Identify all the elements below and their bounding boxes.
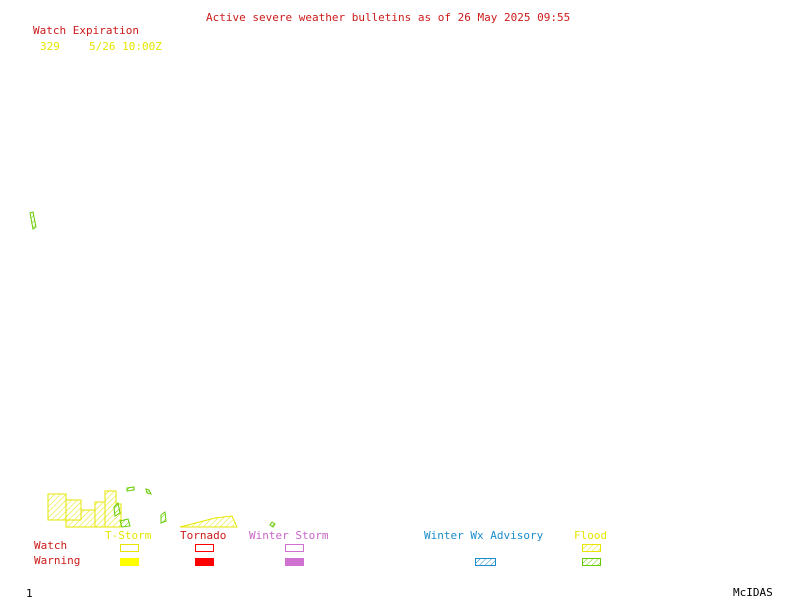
watch-expiration-time: 5/26 10:00Z xyxy=(89,40,162,53)
legend-watch-row-label: Watch xyxy=(34,539,68,552)
flood-warning-area-6 xyxy=(145,488,152,495)
legend-winter-wx-advisory-label: Winter Wx Advisory xyxy=(424,529,544,542)
tornado-watch-swatch xyxy=(195,544,214,552)
flood-warning-swatch xyxy=(582,558,601,566)
flood-warning-area xyxy=(29,211,37,230)
tstorm-watch-area-2 xyxy=(179,515,238,528)
mcidas-brand: McIDAS xyxy=(733,586,773,599)
legend-tstorm-label: T-Storm xyxy=(105,529,152,542)
tstorm-watch-grid xyxy=(65,494,96,527)
page-number: 1 xyxy=(26,587,33,600)
tstorm-watch-swatch xyxy=(120,544,139,552)
tstorm-watch-area xyxy=(47,490,122,528)
page-title: Active severe weather bulletins as of 26… xyxy=(206,11,571,24)
winter-storm-warning-swatch xyxy=(285,558,304,566)
flood-warning-area-7 xyxy=(269,521,276,528)
winter-storm-watch-swatch xyxy=(285,544,304,552)
tornado-warning-swatch xyxy=(195,558,214,566)
legend-warning-row-label: Warning xyxy=(34,554,81,567)
watch-expiration-label: Watch Expiration xyxy=(33,24,139,37)
legend-flood-label: Flood xyxy=(574,529,608,542)
tstorm-warning-swatch xyxy=(120,558,139,566)
legend-winter-storm-label: Winter Storm xyxy=(249,529,329,542)
winter-wx-advisory-swatch xyxy=(475,558,496,566)
watch-number: 329 xyxy=(40,40,60,53)
flood-warning-area-3 xyxy=(119,518,131,528)
flood-warning-area-4 xyxy=(160,511,167,524)
flood-warning-area-5 xyxy=(126,486,135,492)
flood-watch-swatch xyxy=(582,544,601,552)
legend-tornado-label: Tornado xyxy=(180,529,227,542)
flood-warning-area-2 xyxy=(113,501,121,517)
